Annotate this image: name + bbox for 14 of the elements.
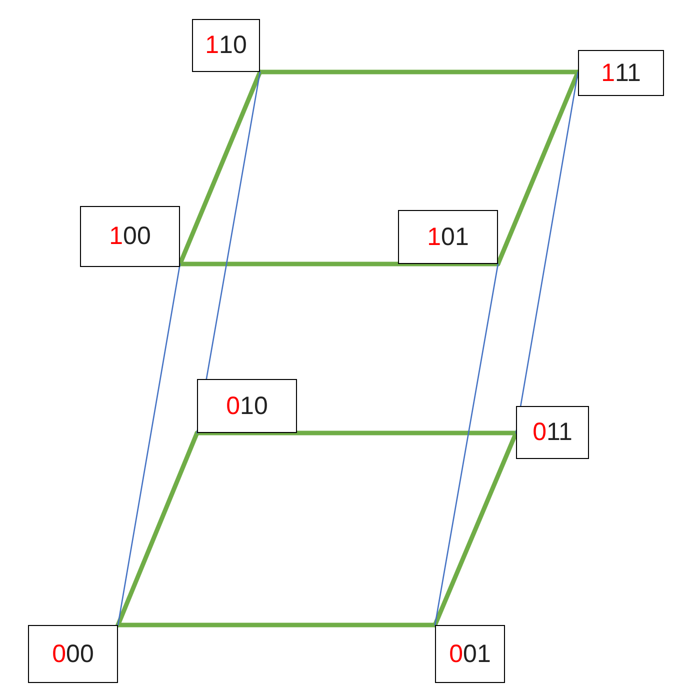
cube-edge-line: [432, 430, 518, 628]
cube-edge-line: [496, 70, 580, 266]
vertex-label: 110: [192, 19, 260, 72]
vertex-label: 000: [28, 625, 118, 683]
cube-edge-line: [116, 622, 438, 628]
cube-edge-line: [434, 263, 499, 626]
vertex-label: 010: [197, 379, 297, 433]
vertex-label: 101: [398, 210, 498, 264]
vertex-label: 111: [578, 50, 664, 96]
vertex-label: 011: [516, 406, 589, 459]
vertex-label: 100: [80, 206, 180, 267]
cube-edge-line: [515, 71, 579, 434]
vertex-label: 001: [435, 625, 505, 683]
cube-edge-line: [116, 430, 200, 628]
